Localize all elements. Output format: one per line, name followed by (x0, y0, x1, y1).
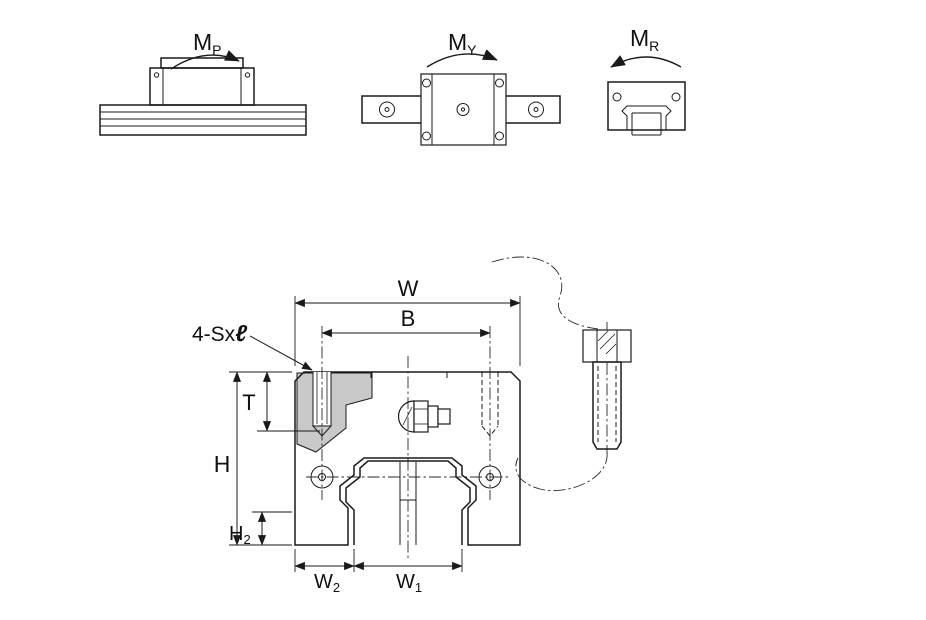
mounting-bolt (582, 329, 632, 450)
cross-section-view: W B 4-Sxℓ T H H2 (192, 256, 632, 595)
dim-label-T: T (242, 390, 255, 415)
yaw-moment-view: MY (361, 29, 561, 146)
corner-screw (495, 131, 504, 141)
end-hole (612, 92, 622, 102)
grease-port-center (460, 107, 466, 112)
dimension-T: T (242, 371, 320, 432)
yaw-arrow-arc (426, 49, 498, 68)
dim-label-W: W (398, 276, 419, 301)
rail-hole-center (384, 107, 390, 112)
pitch-moment-label: MP (193, 29, 222, 58)
dim-label-H: H (214, 451, 231, 477)
block-top-plate (160, 57, 244, 69)
corner-screw (422, 131, 431, 141)
assembly-path-upper (491, 256, 599, 330)
dimension-W1: W1 (353, 549, 463, 595)
sectioned-area (296, 372, 373, 453)
socket-hatch (597, 330, 609, 342)
block-body (149, 67, 255, 106)
screw-callout: 4-Sxℓ (192, 320, 313, 371)
screw-dot (244, 72, 251, 78)
roll-arrow-arc (610, 55, 682, 68)
dimension-W2: W2 (294, 549, 355, 595)
rail-hole (379, 101, 395, 118)
dim-label-W2: W2 (314, 571, 340, 595)
screw-callout-label: 4-Sxℓ (192, 320, 247, 346)
socket-hatch (599, 333, 616, 350)
bolt-head (582, 329, 632, 363)
screw-dot (153, 72, 160, 78)
channel-cut (621, 105, 672, 130)
leader-line (249, 335, 313, 371)
dimension-B: B (321, 306, 491, 338)
socket-hatch (605, 343, 617, 355)
nipple-hex (413, 400, 429, 433)
yaw-carriage-block (420, 73, 507, 146)
grease-nipple (397, 400, 451, 433)
dimension-H2: H2 (229, 511, 292, 547)
block-cross-section-outline (294, 371, 521, 546)
nipple-dome (397, 400, 415, 433)
block-end-view (607, 81, 686, 131)
pitch-rail (99, 104, 307, 136)
pitch-carriage-block (149, 57, 255, 106)
nipple-tip (437, 408, 451, 425)
grease-port (456, 103, 470, 116)
nipple-stem (427, 405, 439, 428)
bolt-shank (592, 361, 622, 450)
dim-label-B: B (401, 306, 416, 331)
yaw-moment-label: MY (448, 29, 477, 58)
dimension-W: W (294, 276, 521, 366)
pitch-moment-view: MP (99, 29, 307, 136)
assembly-path-lower (515, 451, 608, 492)
rail-hole (528, 101, 544, 118)
end-hole (671, 92, 681, 102)
dim-label-W1: W1 (396, 571, 422, 595)
rail-side (99, 104, 307, 136)
pitch-arrow-arc (170, 50, 240, 70)
nipple-highlight (402, 406, 413, 426)
corner-screw (495, 78, 504, 88)
corner-screw (422, 78, 431, 88)
block-top-view (420, 73, 507, 146)
centerlines (306, 256, 608, 560)
rail-hole-center (533, 107, 539, 112)
roll-carriage-block (607, 81, 686, 136)
roll-moment-view: MR (607, 25, 686, 136)
roll-moment-label: MR (630, 25, 659, 54)
dim-label-H2: H2 (229, 523, 251, 547)
